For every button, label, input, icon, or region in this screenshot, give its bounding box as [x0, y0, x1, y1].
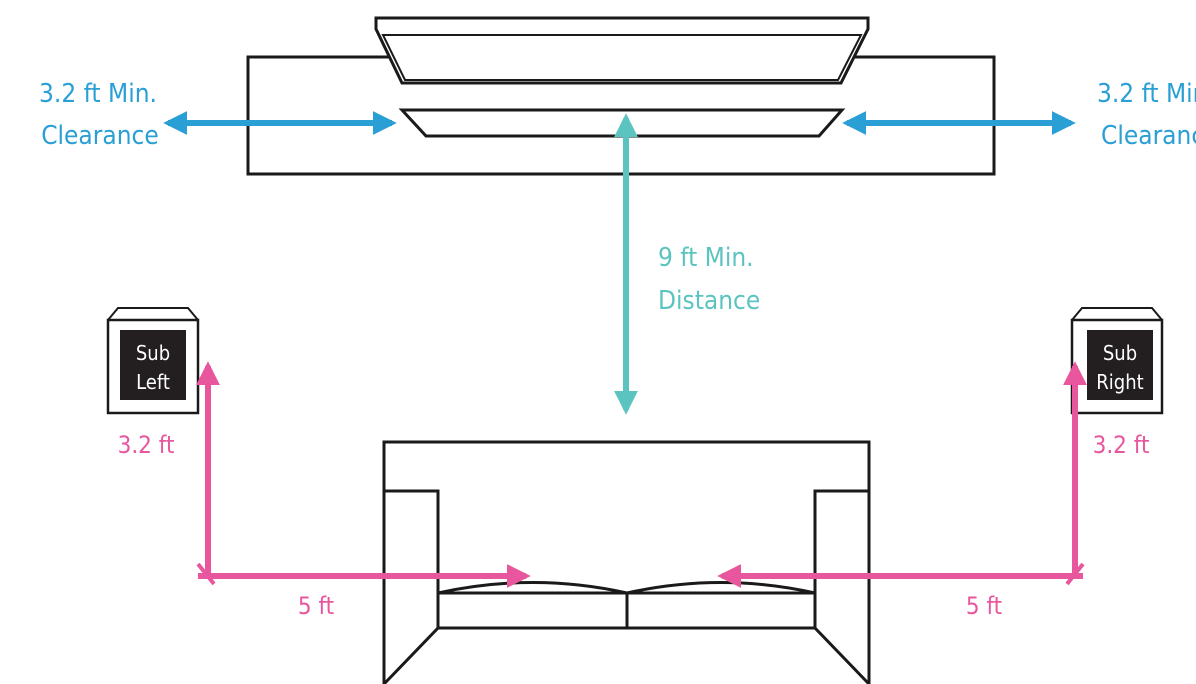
- viewing-distance-label-line1: 9 ft Min.: [658, 243, 754, 273]
- left-subwoofer-label-line1: Sub: [136, 341, 170, 365]
- left-subwoofer-label-line2: Left: [136, 370, 170, 394]
- viewing-distance-label-line2: Distance: [658, 286, 760, 316]
- right-sub-vertical-label: 3.2 ft: [1093, 431, 1150, 459]
- right-clearance-label-line2: Clearance: [1101, 121, 1196, 151]
- right-clearance-label-line1: 3.2 ft Min: [1097, 79, 1196, 109]
- sofa: [382, 440, 871, 684]
- right-subwoofer-panel: [1087, 330, 1153, 400]
- left-subwoofer: Sub Left: [106, 307, 200, 415]
- left-sub-vertical-label: 3.2 ft: [118, 431, 175, 459]
- right-subwoofer-label-line1: Sub: [1103, 341, 1137, 365]
- soundbar: [398, 108, 846, 138]
- left-clearance-label-line1: 3.2 ft Min.: [39, 79, 157, 109]
- left-sub-corner-diagonal: [196, 562, 216, 586]
- television: [374, 16, 870, 85]
- right-sub-corner-diagonal: [1065, 562, 1085, 586]
- left-subwoofer-panel: [120, 330, 186, 400]
- left-sub-horizontal-label: 5 ft: [298, 592, 334, 620]
- right-subwoofer-label-line2: Right: [1096, 370, 1143, 394]
- left-clearance-label-line2: Clearance: [41, 121, 159, 151]
- right-sub-horizontal-label: 5 ft: [966, 592, 1002, 620]
- right-subwoofer: Sub Right: [1070, 307, 1164, 415]
